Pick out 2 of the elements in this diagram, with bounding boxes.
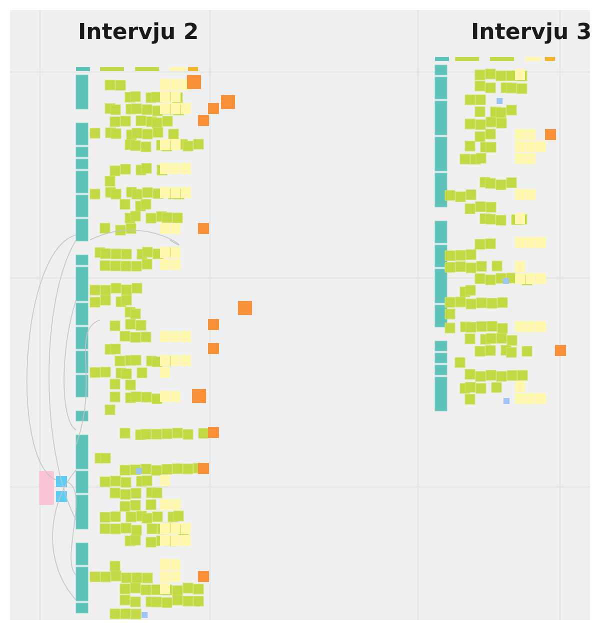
board-heading: Intervju 2 xyxy=(78,20,199,45)
board-heading: Intervju 3 xyxy=(471,20,592,45)
